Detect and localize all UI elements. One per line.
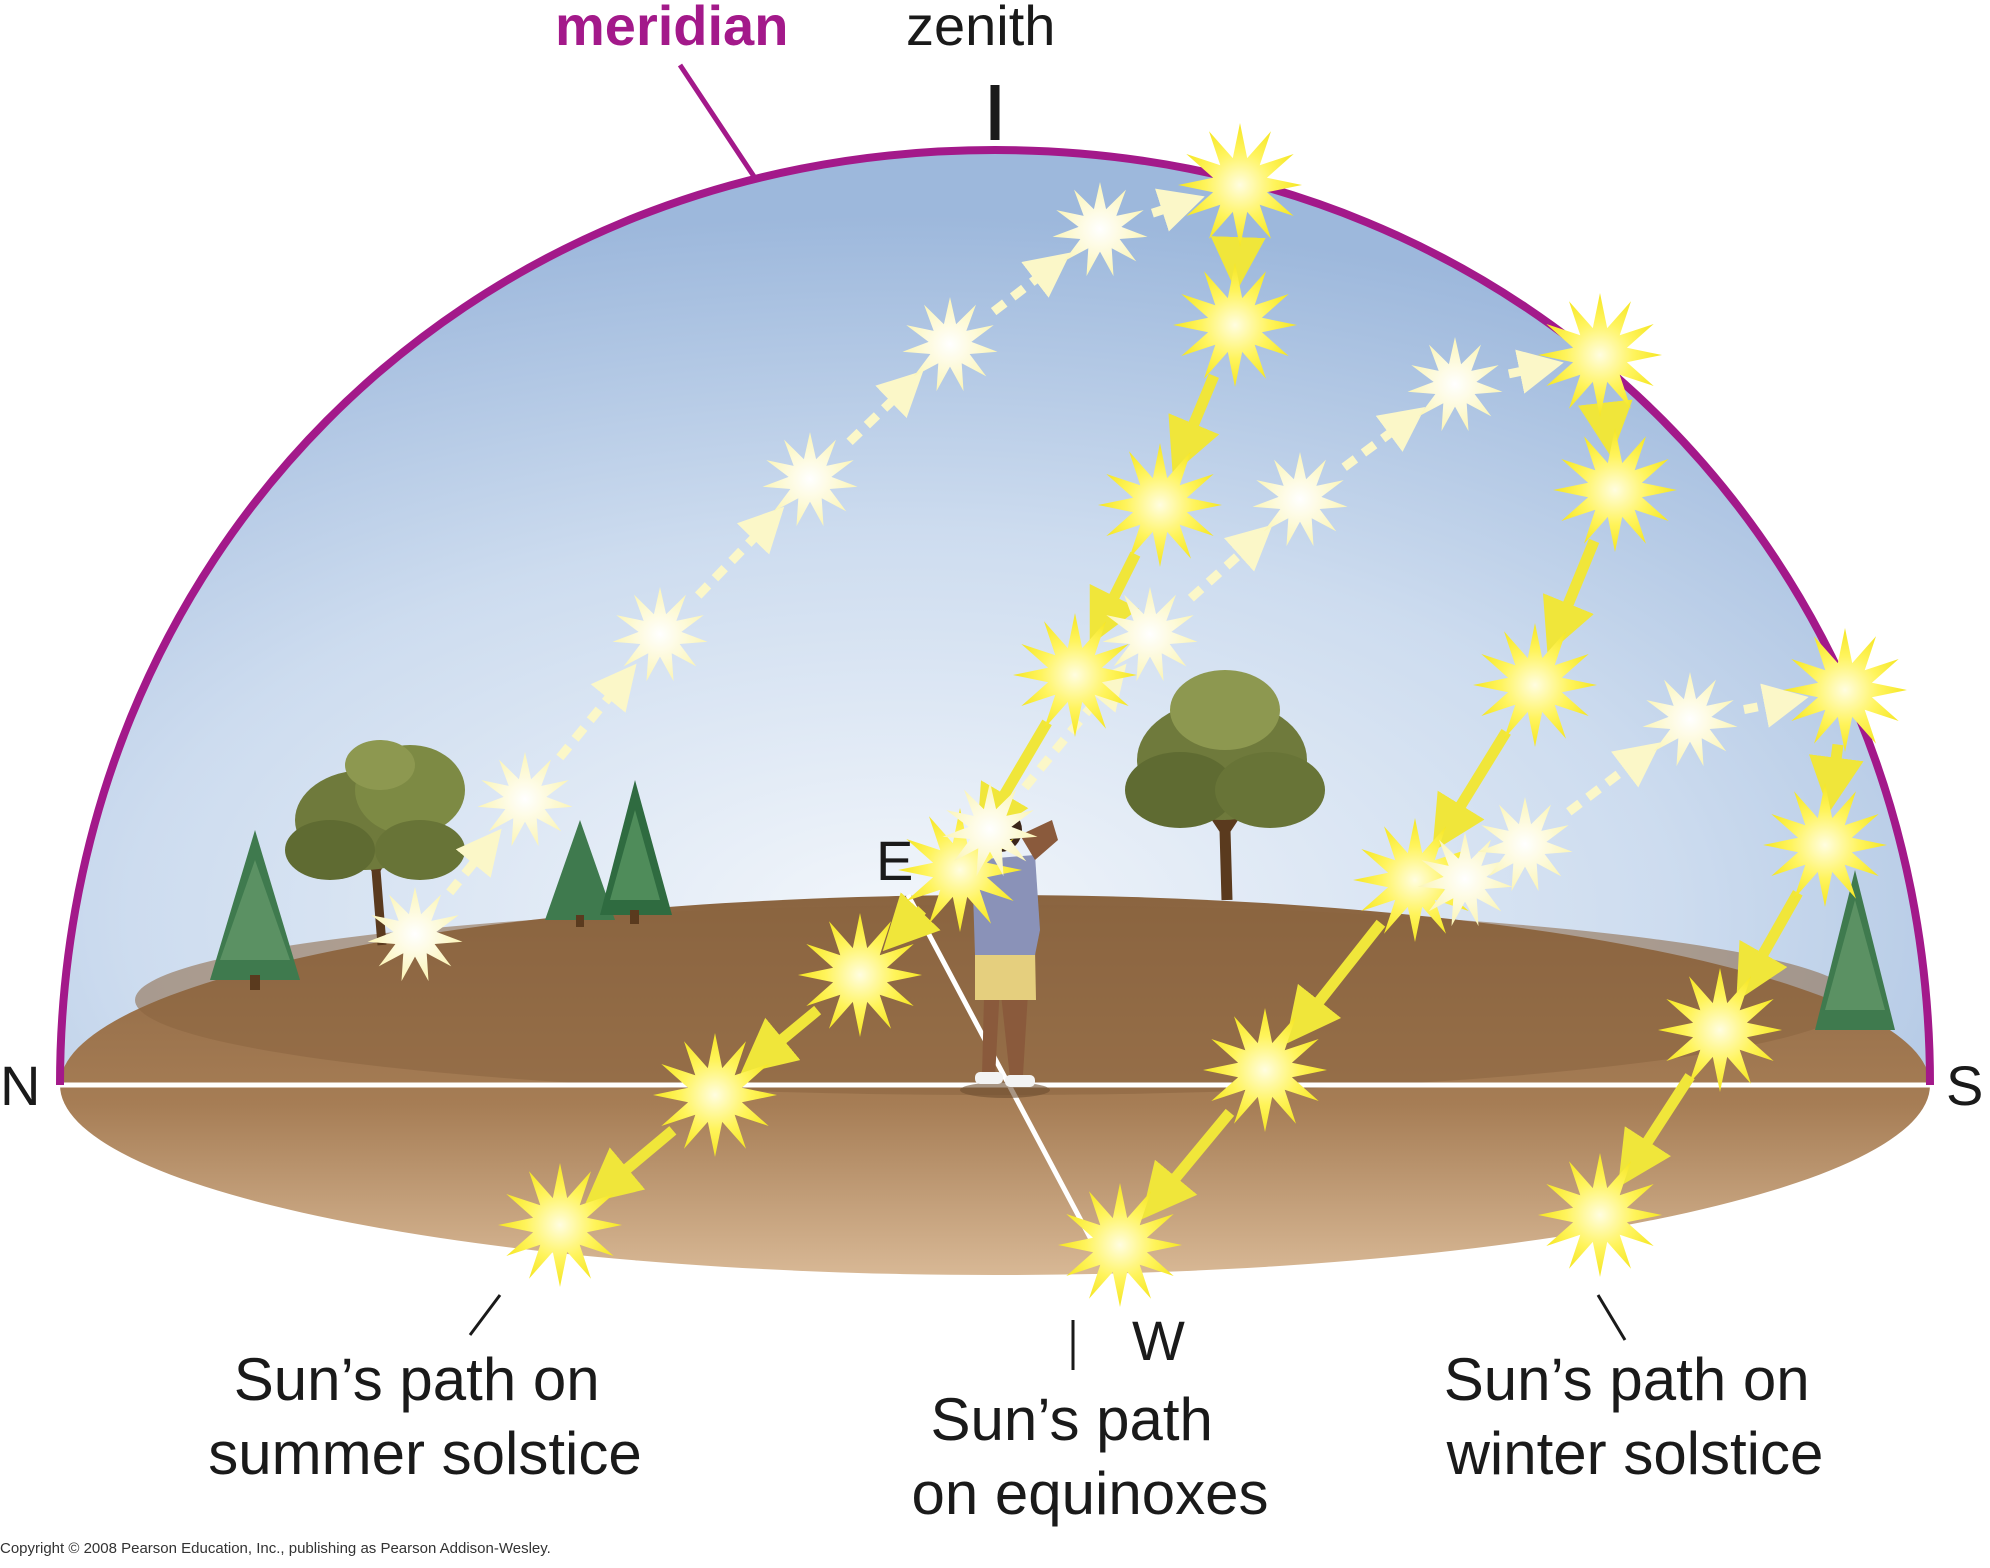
sun-path-segment [1808,743,1864,813]
sun-path-segment [990,252,1071,316]
sun-path-segment [1341,407,1426,471]
sun-icon [477,752,573,847]
sun-icon [367,887,463,982]
sun-paths [446,188,1864,1220]
winter-label-line2: winter solstice [1446,1420,1824,1487]
sun-icon [1102,587,1198,682]
sun-path-segment [1577,399,1633,458]
sun-icon [1013,613,1137,737]
summer-label-line2: summer solstice [208,1420,641,1487]
sun-path-segment [1542,538,1600,655]
sun-icon [1173,263,1297,387]
sun-icon [1477,797,1573,892]
sun-icon [653,1033,777,1157]
meridian-arc [56,145,1934,1086]
sun-path-segment [1150,188,1205,232]
sun-icon [1783,628,1907,752]
winter-label: Sun’s path on winter solstice [1444,1346,1827,1487]
sun-path-segment [1168,373,1220,475]
sun-icon [898,808,1022,932]
sun-path-segment [695,506,785,599]
equinox-label: Sun’s path on equinoxes [912,1386,1269,1527]
east-label: E [876,829,913,892]
sun-icon [1407,337,1503,432]
sun-icon [1098,443,1222,567]
sun-path-segment [976,719,1052,842]
sun-icon [1052,182,1148,277]
winter-leader [1596,1294,1627,1341]
sun-path-segment [1617,1073,1695,1188]
east-west-line [905,893,1105,1262]
sun-path-segment [740,1005,822,1074]
sun-icon [1353,818,1477,942]
sun-path-segment [1141,1108,1235,1220]
sun-path-segment [1507,349,1564,394]
sun-icon [1178,123,1302,247]
sun-path-segment [446,828,502,896]
meridian-leader [677,63,758,180]
sun-icon [1763,783,1887,907]
equinox-label-line2: on equinoxes [912,1460,1269,1527]
sun-icon [1642,672,1738,767]
summer-label: Sun’s path on summer solstice [208,1346,641,1487]
west-label: W [1132,1309,1185,1372]
winter-label-line1: Sun’s path on [1444,1346,1810,1413]
pine-tree-icon [1815,870,1895,1030]
sun-icon [1658,968,1782,1092]
pine-tree-icon [210,830,300,990]
sun-path-segment [1285,919,1386,1045]
sun-icon [1473,623,1597,747]
meridian-label: meridian [555,0,788,57]
sun-path-segment [1432,728,1511,852]
sun-path-segment [1566,742,1661,816]
sun-path-segment [585,1126,677,1204]
sun-icon [1252,452,1348,547]
sun-icon [612,587,708,682]
sun-path-segment [882,892,941,952]
sun-path-segment [1743,683,1809,728]
sun-icon [942,782,1038,877]
sun-icon [798,913,922,1037]
summer-leader [468,1294,502,1336]
pine-tree-icon [545,820,615,927]
sun-path-segment [1089,551,1141,646]
sun-path-segment [556,663,637,761]
sun-path-segment [1187,524,1273,602]
pine-tree-icon [600,780,672,924]
sun-icon [902,297,998,392]
sun-icon [1417,832,1513,927]
south-label: S [1946,1054,1983,1117]
sun-icon [1203,1008,1327,1132]
sun-icon [498,1163,622,1287]
sun-path-segment [1736,890,1803,1002]
north-label: N [0,1054,40,1117]
sun-icon [1538,1153,1662,1277]
sun-path-segment [1210,236,1266,293]
sun-markers [367,123,1907,1307]
sun-icon [1058,1183,1182,1307]
deciduous-tree-icon [285,740,465,946]
copyright-text: Copyright © 2008 Pearson Education, Inc.… [0,1540,551,1557]
sun-icon [1553,428,1677,552]
sun-icon [762,432,858,527]
equinox-label-line1: Sun’s path [930,1386,1212,1453]
tree-group [210,670,1895,1030]
zenith-label: zenith [906,0,1055,57]
deciduous-tree-icon [1125,670,1325,901]
sun-icon [1538,293,1662,417]
summer-label-line1: Sun’s path on [234,1346,600,1413]
